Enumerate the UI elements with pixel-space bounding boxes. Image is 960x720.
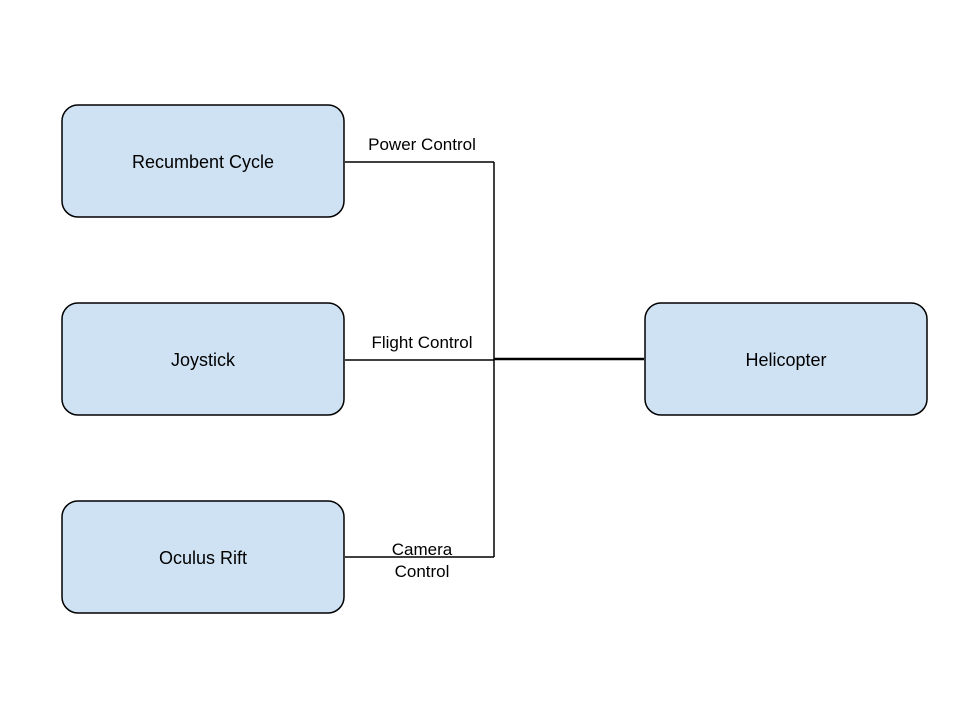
node-oculus-rift-label: Oculus Rift bbox=[159, 548, 247, 568]
node-joystick-box bbox=[61, 302, 345, 416]
node-helicopter-label: Helicopter bbox=[745, 350, 826, 370]
node-recumbent-cycle-box bbox=[61, 104, 345, 218]
flight-control-label: Flight Control bbox=[371, 333, 472, 352]
node-oculus-rift[interactable]: Oculus Rift bbox=[61, 500, 345, 614]
node-helicopter[interactable]: Helicopter bbox=[644, 302, 928, 416]
connector-labels: Power Control Flight Control Camera Cont… bbox=[368, 135, 476, 581]
node-joystick-label: Joystick bbox=[171, 350, 236, 370]
node-oculus-rift-box bbox=[61, 500, 345, 614]
camera-control-label-line1: Camera bbox=[392, 540, 453, 559]
node-joystick[interactable]: Joystick bbox=[61, 302, 345, 416]
power-control-label: Power Control bbox=[368, 135, 476, 154]
camera-control-label-line2: Control bbox=[395, 562, 450, 581]
connectors bbox=[345, 161, 644, 558]
node-recumbent-cycle[interactable]: Recumbent Cycle bbox=[61, 104, 345, 218]
node-helicopter-box bbox=[644, 302, 928, 416]
node-recumbent-cycle-label: Recumbent Cycle bbox=[132, 152, 274, 172]
